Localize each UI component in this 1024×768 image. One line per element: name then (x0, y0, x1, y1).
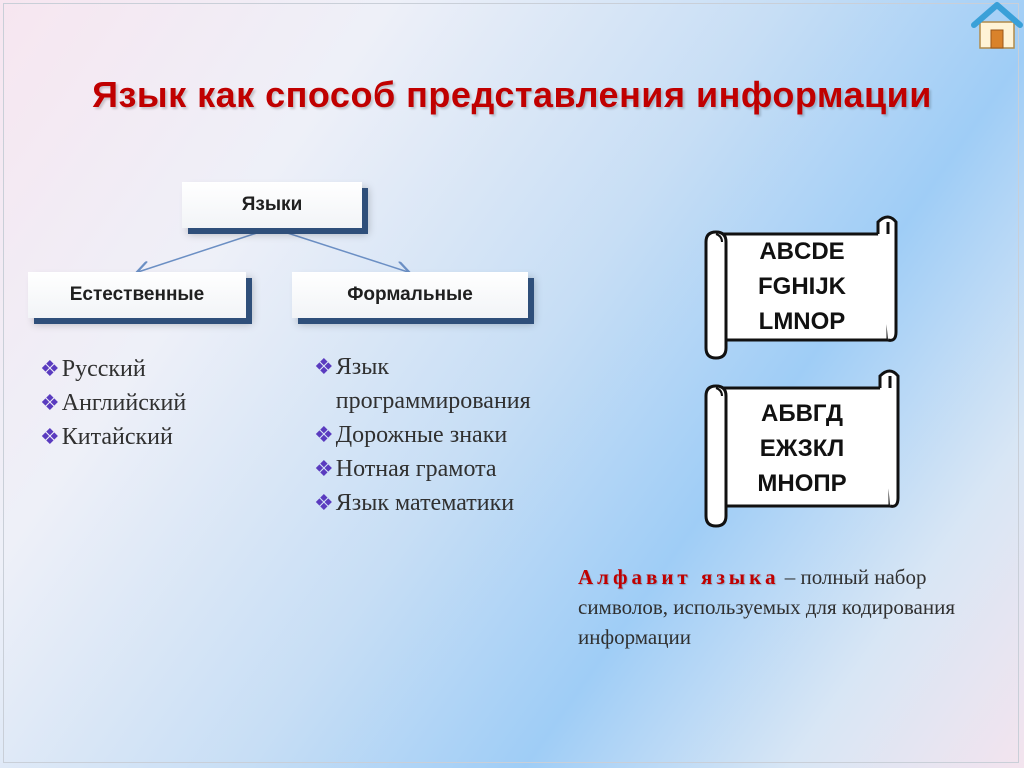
definition-text: – полный набор символов, используемых дл… (578, 565, 955, 649)
scroll-line: МНОПР (757, 470, 847, 497)
node-formal: Формальные (292, 272, 528, 318)
home-icon (971, 2, 1023, 49)
root-label: Языки (241, 194, 303, 215)
home-button[interactable] (970, 0, 1024, 52)
bullet-icon: ❖ (40, 390, 60, 415)
bullet-icon: ❖ (314, 354, 334, 379)
bullet-icon: ❖ (40, 356, 60, 381)
list-item: ❖Английский (40, 386, 280, 420)
formal-languages-list: ❖Язык программирования ❖Дорожные знаки ❖… (314, 350, 574, 520)
scroll-line: LMNOP (758, 308, 846, 335)
latin-alphabet-scroll: ABCDE FGHIJK LMNOP (702, 212, 902, 362)
slide-frame (3, 3, 1019, 763)
list-item: ❖Нотная грамота (314, 452, 574, 486)
list-item: ❖Китайский (40, 420, 280, 454)
cyrillic-alphabet-lines: АБВГД ЕЖЗКЛ МНОПР (702, 396, 902, 501)
natural-languages-list: ❖Русский ❖Английский ❖Китайский (40, 352, 280, 454)
scroll-line: ABCDE (759, 238, 845, 265)
latin-alphabet-lines: ABCDE FGHIJK LMNOP (702, 234, 902, 339)
root-node: Языки (182, 182, 362, 228)
list-item: ❖Язык программирования (314, 350, 574, 418)
scroll-line: FGHIJK (757, 273, 846, 300)
node-natural: Естественные (28, 272, 246, 318)
scroll-icon (704, 215, 898, 360)
scroll-icon (704, 369, 900, 528)
node-formal-label: Формальные (347, 284, 473, 305)
list-item: ❖Русский (40, 352, 280, 386)
cyrillic-alphabet-scroll: АБВГД ЕЖЗКЛ МНОПР (702, 366, 902, 528)
bullet-icon: ❖ (314, 456, 334, 481)
bullet-icon: ❖ (314, 490, 334, 515)
node-natural-label: Естественные (69, 284, 205, 305)
bullet-icon: ❖ (314, 422, 334, 447)
slide-title: Язык как способ представления информации (92, 74, 932, 115)
scroll-line: ЕЖЗКЛ (759, 435, 845, 462)
bullet-icon: ❖ (40, 424, 60, 449)
scroll-line: АБВГД (760, 400, 844, 427)
list-item: ❖Дорожные знаки (314, 418, 574, 452)
alphabet-definition: Алфавит языка – полный набор символов, и… (578, 562, 978, 652)
definition-term: Алфавит языка (578, 565, 780, 589)
list-item: ❖Язык математики (314, 486, 574, 520)
